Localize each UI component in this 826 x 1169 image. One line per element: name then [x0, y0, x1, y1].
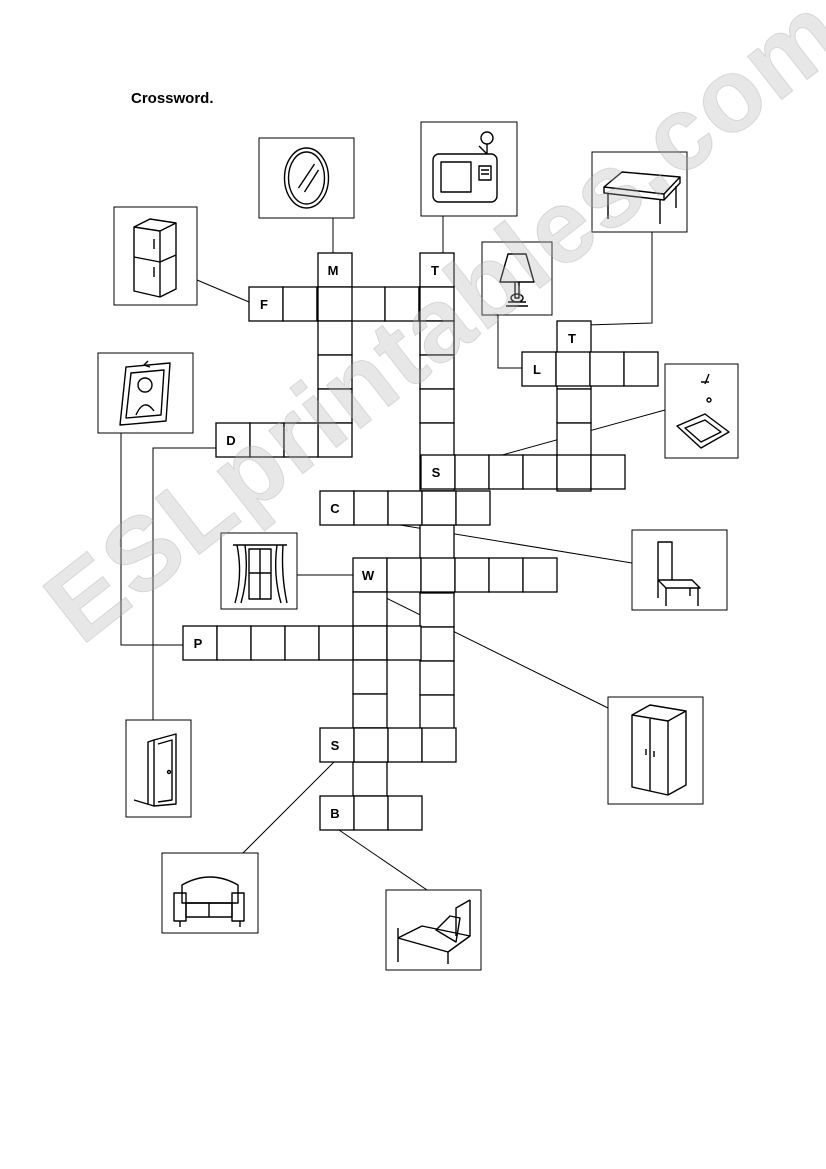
crossword-cell[interactable] [386, 557, 422, 593]
lamp-icon [481, 241, 553, 316]
wardrobe-icon [607, 696, 704, 805]
crossword-cell[interactable] [317, 388, 353, 424]
crossword-cell[interactable] [420, 557, 456, 593]
crossword-cell[interactable] [623, 351, 659, 387]
crossword-cell[interactable] [419, 388, 455, 424]
clue-letter-s2: S [331, 738, 340, 753]
clue-letter-t1: T [431, 263, 439, 278]
crossword-cell[interactable] [419, 286, 455, 322]
crossword-cell[interactable] [182, 625, 218, 661]
connector-line [120, 432, 183, 646]
clue-letter-l: L [533, 362, 541, 377]
crossword-cell[interactable] [421, 727, 457, 763]
crossword-cell[interactable] [317, 286, 353, 322]
fridge-icon [113, 206, 198, 306]
crossword-cell[interactable] [419, 252, 455, 288]
crossword-cell[interactable] [419, 422, 455, 458]
tv-icon [420, 121, 518, 217]
crossword-cell[interactable] [387, 490, 423, 526]
clue-letter-m: M [328, 263, 339, 278]
crossword-cell[interactable] [318, 625, 354, 661]
crossword-cell[interactable] [522, 557, 558, 593]
crossword-cell[interactable] [522, 454, 558, 490]
connector-line [242, 759, 337, 854]
crossword-cell[interactable] [420, 454, 456, 490]
crossword-cell[interactable] [250, 625, 286, 661]
crossword-cell[interactable] [317, 320, 353, 356]
crossword-cell[interactable] [215, 422, 251, 458]
crossword-cell[interactable] [317, 354, 353, 390]
crossword-cell[interactable] [319, 490, 355, 526]
clue-letter-b: B [330, 806, 339, 821]
crossword-cell[interactable] [556, 388, 592, 424]
crossword-cell[interactable] [590, 454, 626, 490]
crossword-cell[interactable] [521, 351, 557, 387]
crossword-cell[interactable] [352, 761, 388, 797]
table-icon [591, 151, 688, 233]
crossword-cell[interactable] [419, 694, 455, 730]
crossword-cell[interactable] [421, 490, 457, 526]
connector-line [196, 279, 250, 303]
crossword-cell[interactable] [387, 795, 423, 831]
crossword-cell[interactable] [556, 422, 592, 458]
clue-letter-f: F [260, 297, 268, 312]
clue-letter-t2: T [568, 331, 576, 346]
sink-icon [664, 363, 739, 459]
crossword-cell[interactable] [319, 795, 355, 831]
clue-letter-p: P [194, 636, 203, 651]
crossword-cell[interactable] [454, 454, 490, 490]
crossword-cell[interactable] [282, 286, 318, 322]
crossword-grid: F M T T L D S C W P S B [182, 252, 659, 831]
clue-letter-d: D [226, 433, 235, 448]
worksheet-title: Crossword. [131, 90, 214, 107]
chair-icon [631, 529, 728, 611]
sofa-icon [161, 852, 259, 934]
crossword-cell[interactable] [350, 286, 386, 322]
door-icon [125, 719, 192, 818]
connector-line [152, 447, 216, 722]
crossword-cell[interactable] [317, 422, 353, 458]
crossword-cell[interactable] [419, 626, 455, 662]
crossword-cell[interactable] [352, 557, 388, 593]
crossword-cell[interactable] [589, 351, 625, 387]
clue-letter-s1: S [432, 465, 441, 480]
curtains-icon [220, 532, 298, 610]
crossword-cell[interactable] [386, 625, 422, 661]
crossword-cell[interactable] [454, 557, 490, 593]
crossword-cell[interactable] [352, 591, 388, 627]
crossword-cell[interactable] [384, 286, 420, 322]
crossword-cell[interactable] [353, 490, 389, 526]
connector-line [585, 232, 653, 326]
picture-frame-icon [97, 352, 194, 434]
bed-icon [385, 889, 482, 971]
crossword-cell[interactable] [352, 625, 388, 661]
mirror-icon [258, 137, 355, 219]
crossword-cell[interactable] [352, 659, 388, 695]
crossword-cell[interactable] [419, 320, 455, 356]
connector-line [363, 586, 611, 710]
crossword-cell[interactable] [419, 660, 455, 696]
crossword-cell[interactable] [555, 351, 591, 387]
crossword-cell[interactable] [488, 454, 524, 490]
connector-line [497, 315, 522, 369]
crossword-cell[interactable] [216, 625, 252, 661]
clue-letter-c: C [330, 501, 340, 516]
crossword-cell[interactable] [556, 454, 592, 490]
crossword-cell[interactable] [284, 625, 320, 661]
crossword-cell[interactable] [353, 727, 389, 763]
crossword-cell[interactable] [419, 592, 455, 628]
connector-line [338, 829, 428, 891]
clue-letter-w: W [362, 568, 375, 583]
crossword-cell[interactable] [387, 727, 423, 763]
crossword-cell[interactable] [419, 524, 455, 560]
picture-clues [97, 121, 739, 971]
crossword-cell[interactable] [419, 354, 455, 390]
crossword-cell[interactable] [488, 557, 524, 593]
crossword-cell[interactable] [283, 422, 319, 458]
crossword-cell[interactable] [455, 490, 491, 526]
crossword-cell[interactable] [353, 795, 389, 831]
crossword-cell[interactable] [352, 693, 388, 729]
crossword-cell[interactable] [249, 422, 285, 458]
